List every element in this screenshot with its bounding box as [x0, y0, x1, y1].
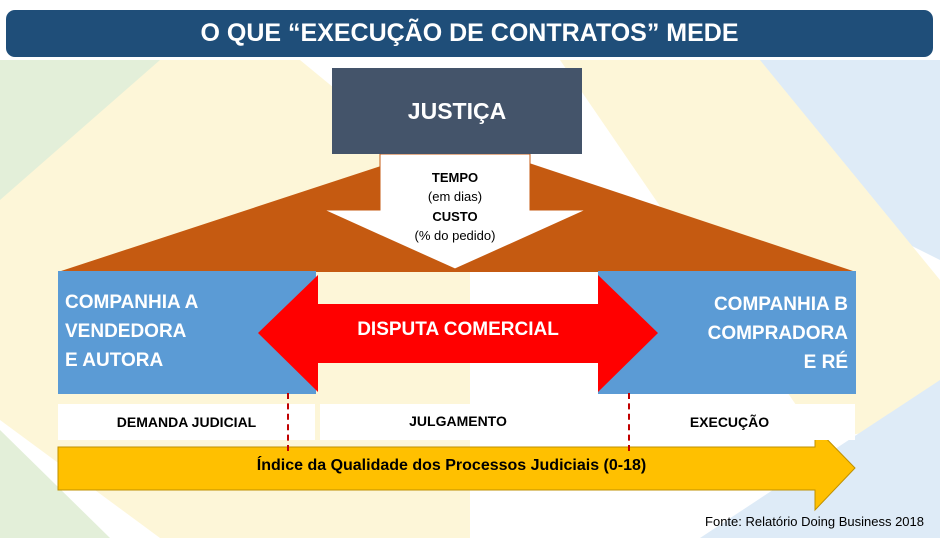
company-a-line2: VENDEDORA: [65, 321, 187, 342]
company-a-line1: COMPANHIA A: [65, 292, 199, 313]
measure-cost-unit: (% do pedido): [414, 228, 496, 243]
stage-demanda-judicial: DEMANDA JUDICIAL: [58, 404, 315, 440]
company-b-line1: COMPANHIA B: [713, 294, 848, 315]
page-title: O QUE “EXECUÇÃO DE CONTRATOS” MEDE: [6, 10, 933, 57]
company-b-line3: E RÉ: [803, 352, 848, 373]
stage-execucao: EXECUÇÃO: [604, 404, 855, 440]
measures-down-arrow: [323, 153, 587, 270]
justice-box: JUSTIÇA: [332, 68, 582, 154]
quality-index-arrow: [57, 425, 856, 512]
stage-divider-1: [287, 393, 289, 451]
company-a-label: COMPANHIA A VENDEDORA E AUTORA: [65, 288, 198, 375]
measure-time-label: TEMPO: [431, 170, 479, 185]
bg-shape-green: [0, 60, 160, 200]
bg-shape-green-bottom: [0, 430, 110, 538]
stage-divider-2: [628, 393, 630, 451]
company-a-line3: E AUTORA: [65, 350, 164, 371]
measure-time-unit: (em dias): [427, 189, 483, 204]
dispute-double-arrow: [258, 275, 658, 392]
measure-cost-label: CUSTO: [432, 209, 478, 224]
company-b-label: COMPANHIA B COMPRADORA E RÉ: [708, 290, 848, 377]
company-b-line2: COMPRADORA: [707, 323, 848, 344]
stage-julgamento: JULGAMENTO: [320, 404, 596, 440]
dispute-label: DISPUTA COMERCIAL: [357, 319, 559, 340]
source-note: Fonte: Relatório Doing Business 2018: [705, 514, 924, 529]
quality-index-label: Índice da Qualidade dos Processos Judici…: [256, 457, 647, 474]
